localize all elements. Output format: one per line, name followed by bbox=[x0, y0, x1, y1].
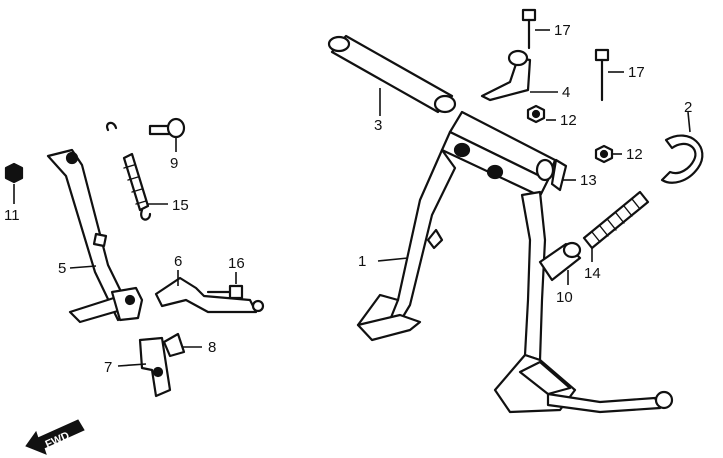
callout-10: 10 bbox=[556, 289, 573, 306]
part-9-pin bbox=[148, 117, 186, 139]
part-14-spring bbox=[582, 190, 650, 250]
callout-11: 11 bbox=[4, 207, 20, 224]
callout-16: 16 bbox=[228, 255, 245, 272]
callout-17-right: 17 bbox=[628, 64, 645, 81]
part-13-pin bbox=[550, 158, 568, 192]
callout-8: 8 bbox=[208, 339, 216, 356]
part-4-bracket bbox=[480, 49, 532, 102]
part-7-sleeve bbox=[138, 336, 172, 398]
part-12-nut-left bbox=[526, 104, 546, 124]
callout-2: 2 bbox=[684, 99, 692, 116]
leader-lines bbox=[13, 29, 691, 367]
callout-9: 9 bbox=[170, 155, 178, 172]
callout-17-upper: 17 bbox=[554, 22, 571, 39]
callout-12-right: 12 bbox=[626, 146, 643, 163]
part-15-spring bbox=[106, 121, 152, 221]
part-8-cap bbox=[162, 332, 186, 358]
part-17-bolt-upper bbox=[521, 8, 537, 50]
callout-13: 13 bbox=[580, 172, 597, 189]
callout-15: 15 bbox=[172, 197, 189, 214]
part-17-bolt-right bbox=[594, 48, 610, 102]
part-12-nut-right bbox=[594, 144, 614, 164]
part-3-pivot-pipe bbox=[327, 34, 457, 114]
part-16-bolt bbox=[206, 284, 244, 300]
part-2-clip bbox=[660, 134, 704, 184]
callout-3: 3 bbox=[374, 117, 382, 134]
callout-1: 1 bbox=[358, 253, 366, 270]
callout-7: 7 bbox=[104, 359, 112, 376]
callout-labels: 1 2 3 4 5 6 7 8 9 10 11 12 12 13 14 15 1… bbox=[4, 22, 692, 376]
fwd-label: FWD bbox=[44, 430, 72, 451]
fwd-arrow: FWD bbox=[25, 419, 85, 455]
callout-14: 14 bbox=[584, 265, 601, 282]
callout-5: 5 bbox=[58, 260, 66, 277]
callout-12-left: 12 bbox=[560, 112, 577, 129]
part-10-collar bbox=[538, 241, 582, 282]
callout-6: 6 bbox=[174, 253, 182, 270]
part-1-main-stand bbox=[356, 110, 674, 414]
part-11-nut bbox=[4, 162, 24, 184]
part-6-bracket bbox=[154, 276, 265, 314]
callout-4: 4 bbox=[562, 84, 570, 101]
part-5-side-stand bbox=[46, 148, 144, 324]
